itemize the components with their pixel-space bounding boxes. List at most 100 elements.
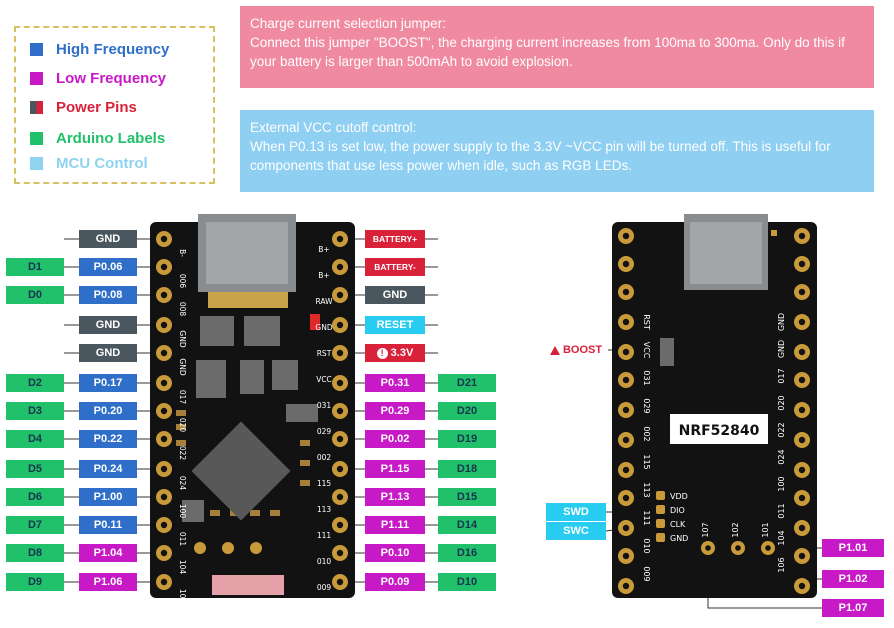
arduino-label: D3: [6, 402, 64, 420]
arduino-label: D18: [438, 460, 496, 478]
silkscreen-label: 022: [178, 446, 187, 461]
arduino-label: D1: [6, 258, 64, 276]
silkscreen-label: 101: [761, 522, 770, 537]
silkscreen-label: 100: [178, 504, 187, 519]
legend-swatch: [30, 156, 43, 170]
boost-jumper-pads: [660, 338, 674, 366]
arduino-label: D7: [6, 516, 64, 534]
battery-connector: [212, 575, 284, 595]
debug-pin-label: VDD: [670, 492, 688, 501]
pin-label-battery-plus: BATTERY+: [365, 230, 425, 248]
legend-box: High Frequency Low Frequency Power Pins …: [14, 26, 215, 184]
legend-label: Power Pins: [56, 98, 137, 116]
charge-jumper-note: Charge current selection jumper: Connect…: [240, 6, 874, 88]
silkscreen-label: RAW: [315, 297, 333, 306]
legend-item-mcu-control: MCU Control: [30, 152, 148, 174]
legend-item-high-frequency: High Frequency: [30, 38, 169, 60]
silkscreen-label: 115: [642, 454, 651, 469]
note-body: When P0.13 is set low, the power supply …: [250, 139, 831, 173]
pin-label-p0-02: P0.02: [365, 430, 425, 448]
silkscreen-label: 111: [317, 531, 332, 540]
arduino-label: D20: [438, 402, 496, 420]
silkscreen-label: B+: [318, 245, 329, 254]
legend-swatch: [30, 100, 43, 114]
silkscreen-label: 111: [642, 510, 651, 525]
arduino-label: D9: [6, 573, 64, 591]
note-body: Connect this jumper "BOOST", the chargin…: [250, 35, 845, 69]
debug-pad: [656, 533, 665, 542]
silkscreen-label: 008: [178, 302, 187, 317]
silkscreen-label: 020: [178, 418, 187, 433]
silkscreen-label: 106: [178, 589, 187, 604]
silkscreen-label: VCC: [316, 375, 332, 384]
pin-label-reset: RESET: [365, 316, 425, 334]
legend-label: High Frequency: [56, 40, 170, 58]
pin-label-gnd: GND: [79, 316, 137, 334]
pin-label-p0-06: P0.06: [79, 258, 137, 276]
warning-icon: !: [376, 347, 388, 359]
silkscreen-label: 029: [317, 427, 332, 436]
note-title: Charge current selection jumper:: [250, 16, 446, 31]
legend-label: Arduino Labels: [56, 129, 166, 147]
pin-label-p1-11: P1.11: [365, 516, 425, 534]
arduino-label: D5: [6, 460, 64, 478]
pin-label-p1-06: P1.06: [79, 573, 137, 591]
legend-item-power-pins: Power Pins: [30, 96, 137, 118]
chip-label: NRF52840: [679, 423, 760, 439]
pin-label-p1-04: P1.04: [79, 544, 137, 562]
legend-item-low-frequency: Low Frequency: [30, 67, 166, 89]
silkscreen-label: VCC: [642, 342, 651, 359]
silkscreen-label: GND: [178, 330, 187, 347]
arduino-label: D0: [6, 286, 64, 304]
silkscreen-label: 009: [642, 566, 651, 581]
arduino-label: D19: [438, 430, 496, 448]
silkscreen-label: RST: [642, 314, 651, 330]
boost-label: BOOST: [544, 341, 608, 359]
pin-label-gnd: GND: [79, 230, 137, 248]
silkscreen-label: B-: [178, 249, 187, 257]
pin-label-p1-02: P1.02: [822, 570, 884, 588]
silkscreen-label: 002: [642, 426, 651, 441]
silkscreen-label: 031: [317, 401, 332, 410]
silkscreen-label: 102: [731, 522, 740, 537]
pin-label-p0-31: P0.31: [365, 374, 425, 392]
silkscreen-label: 010: [642, 538, 651, 553]
swc-label: SWC: [546, 522, 606, 540]
arduino-label: D14: [438, 516, 496, 534]
silkscreen-label: 113: [317, 505, 332, 514]
silkscreen-label: 011: [777, 503, 786, 518]
debug-pad: [656, 491, 665, 500]
pin-label-p0-08: P0.08: [79, 286, 137, 304]
pin-label-p0-17: P0.17: [79, 374, 137, 392]
arduino-label: D6: [6, 488, 64, 506]
vcc-cutoff-note: External VCC cutoff control: When P0.13 …: [240, 110, 874, 192]
silkscreen-label: 115: [317, 479, 332, 488]
pin-label-text: 3.3V: [390, 347, 414, 359]
debug-pad: [656, 505, 665, 514]
legend-item-arduino-labels: Arduino Labels: [30, 127, 165, 149]
silkscreen-label: GND: [777, 340, 786, 358]
silkscreen-label: 017: [178, 390, 187, 405]
pin-label-p1-15: P1.15: [365, 460, 425, 478]
arduino-label: D15: [438, 488, 496, 506]
pin-label-p0-22: P0.22: [79, 430, 137, 448]
pin-label-p1-01: P1.01: [822, 539, 884, 557]
silkscreen-label: 029: [642, 398, 651, 413]
swd-label: SWD: [546, 503, 606, 521]
power-led: [310, 314, 320, 330]
silkscreen-label: 031: [642, 370, 651, 385]
silkscreen-label: 006: [178, 274, 187, 289]
silkscreen-label: GND: [178, 358, 187, 375]
legend-swatch: [30, 131, 43, 145]
silkscreen-label: 106: [777, 557, 786, 572]
connector-pins: [208, 292, 288, 308]
pin-label-gnd: GND: [365, 286, 425, 304]
silkscreen-label: 020: [777, 395, 786, 410]
debug-pin-label: DIO: [670, 506, 685, 515]
silkscreen-label: RST: [317, 349, 332, 358]
